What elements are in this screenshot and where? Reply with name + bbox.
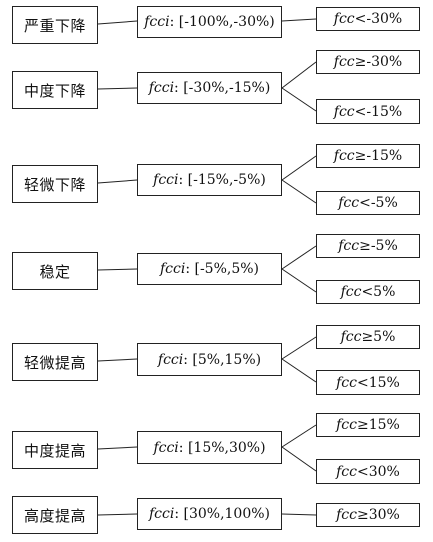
condition-box: fcc<-30% <box>316 7 420 31</box>
condition-box: fcc<5% <box>316 280 420 304</box>
level-box-high-increase: 高度提高 <box>12 496 98 534</box>
condition-text: <15% <box>357 374 400 391</box>
range-interval: : [-15%,-5%) <box>178 172 266 188</box>
level-label: 高度提高 <box>23 506 86 525</box>
condition-variable: fcc <box>340 284 362 300</box>
level-to-range-connector <box>97 20 138 25</box>
condition-text: ≥-15% <box>354 148 403 164</box>
condition-text: ≥-5% <box>359 238 398 254</box>
level-box-slight-increase: 轻微提高 <box>12 343 98 381</box>
level-box-slight-decrease: 轻微下降 <box>12 165 98 203</box>
condition-variable: fcc <box>333 54 355 70</box>
range-to-condition-connector <box>281 513 317 516</box>
level-to-range-connector <box>97 179 138 184</box>
range-interval: : [-30%,-15%) <box>174 80 271 96</box>
condition-text: <5% <box>361 284 396 300</box>
range-interval: : [15%,30%) <box>178 439 266 456</box>
level-label: 中度下降 <box>23 81 86 100</box>
level-box-moderate-decrease: 中度下降 <box>12 71 98 109</box>
range-box-severe-decrease: fcci: [-100%,-30%) <box>137 6 282 38</box>
level-label: 严重下降 <box>23 16 86 35</box>
condition-text: ≥15% <box>357 417 400 433</box>
range-to-condition-connector <box>281 424 317 448</box>
condition-variable: fcc <box>333 11 355 27</box>
range-variable: fcci <box>153 172 179 188</box>
range-to-condition-connector <box>281 61 317 89</box>
condition-box: fcc≥-30% <box>316 50 420 74</box>
range-interval: : [-5%,5%) <box>185 261 260 277</box>
range-variable: fcci <box>148 506 175 522</box>
range-variable: fcci <box>144 14 170 30</box>
level-label: 中度提高 <box>23 441 86 460</box>
range-to-condition-connector <box>281 155 317 181</box>
range-variable: fcci <box>157 351 184 368</box>
condition-box: fcc<-15% <box>316 99 420 124</box>
range-variable: fcci <box>153 439 179 456</box>
level-box-moderate-increase: 中度提高 <box>12 431 98 469</box>
condition-box: fcc<-5% <box>316 191 420 215</box>
level-to-range-connector <box>97 446 138 450</box>
range-box-moderate-decrease: fcci: [-30%,-15%) <box>137 72 282 104</box>
level-label: 轻微提高 <box>23 353 86 372</box>
range-variable: fcci <box>159 261 186 277</box>
range-to-condition-connector <box>281 446 317 472</box>
condition-variable: fcc <box>336 463 357 480</box>
level-to-range-connector <box>97 268 138 271</box>
range-box-moderate-increase: fcci: [15%,30%) <box>137 431 282 464</box>
range-interval: : [30%,100%) <box>174 506 271 522</box>
condition-variable: fcc <box>336 374 357 391</box>
level-label: 轻微下降 <box>23 175 86 194</box>
condition-box: fcc≥-15% <box>316 144 420 168</box>
condition-box: fcc≥15% <box>316 413 420 437</box>
range-box-high-increase: fcci: [30%,100%) <box>137 498 282 530</box>
condition-variable: fcc <box>333 148 355 164</box>
range-interval: : [-100%,-30%) <box>169 14 275 30</box>
range-variable: fcci <box>148 80 175 96</box>
range-to-condition-connector <box>281 179 317 204</box>
condition-box: fcc≥-5% <box>316 234 420 258</box>
level-to-range-connector <box>97 87 138 90</box>
level-box-stable: 稳定 <box>12 252 98 290</box>
level-to-range-connector <box>97 358 138 362</box>
range-box-stable: fcci: [-5%,5%) <box>137 253 282 285</box>
range-to-condition-connector <box>281 358 317 383</box>
range-to-condition-connector <box>281 336 317 360</box>
range-box-slight-decrease: fcci: [-15%,-5%) <box>137 164 282 196</box>
condition-text: <-15% <box>354 103 403 120</box>
range-box-slight-increase: fcci: [5%,15%) <box>137 343 282 376</box>
condition-variable: fcc <box>336 507 357 523</box>
range-interval: : [5%,15%) <box>183 351 262 368</box>
condition-box: fcc<15% <box>316 370 420 395</box>
condition-text: ≥30% <box>357 507 400 523</box>
range-to-condition-connector <box>281 18 317 22</box>
condition-text: <-5% <box>359 195 398 211</box>
level-label: 稳定 <box>39 262 71 281</box>
condition-text: <30% <box>357 463 400 480</box>
condition-variable: fcc <box>336 417 357 433</box>
range-to-condition-connector <box>281 268 317 293</box>
condition-variable: fcc <box>338 195 360 211</box>
condition-text: <-30% <box>354 11 403 27</box>
condition-box: fcc≥5% <box>316 325 420 349</box>
condition-box: fcc≥30% <box>316 503 420 527</box>
condition-box: fcc<30% <box>316 459 420 484</box>
range-to-condition-connector <box>281 87 317 112</box>
condition-text: ≥-30% <box>354 54 403 70</box>
level-box-severe-decrease: 严重下降 <box>12 6 98 44</box>
condition-variable: fcc <box>338 238 360 254</box>
condition-text: ≥5% <box>361 329 396 345</box>
range-to-condition-connector <box>281 245 317 270</box>
level-to-range-connector <box>97 513 138 516</box>
condition-variable: fcc <box>340 329 362 345</box>
condition-variable: fcc <box>333 103 355 120</box>
